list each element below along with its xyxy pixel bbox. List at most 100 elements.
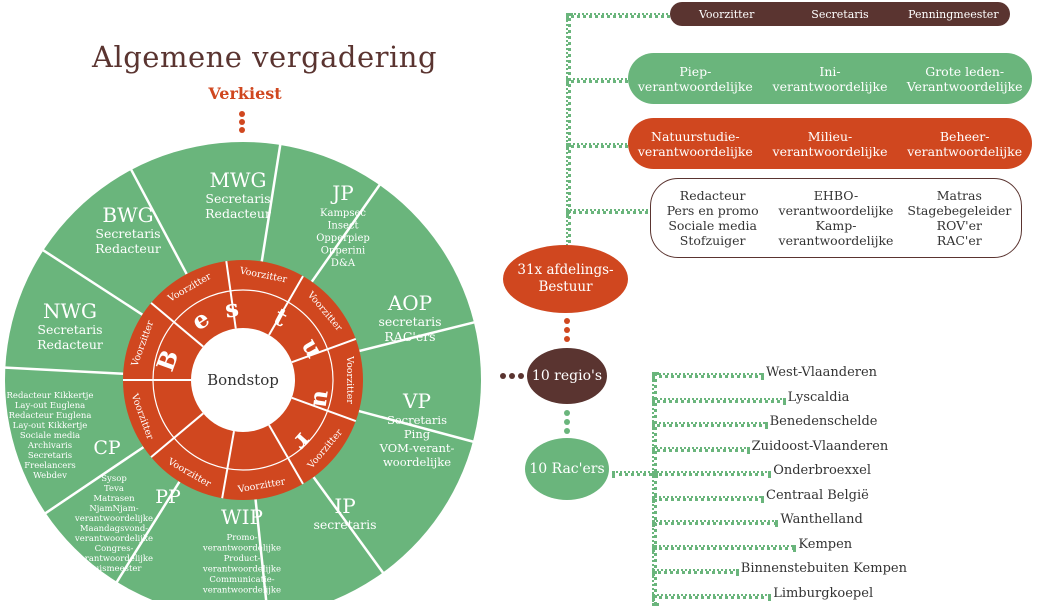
bestuur-letter: s (223, 293, 240, 324)
segment-role: Secretaris (205, 191, 270, 206)
connector-dot (518, 373, 524, 379)
wheel-spoke (359, 320, 477, 353)
segment-name: WIP (221, 505, 263, 529)
connector-dot (239, 119, 245, 125)
segment-role: Lay-out Kikkertje (13, 421, 88, 431)
region-connector (652, 593, 772, 599)
segment-role: Kampsec (320, 208, 366, 219)
bestuur-letter: u (307, 389, 338, 410)
wheel-spoke (260, 142, 282, 262)
connector-dot (564, 419, 570, 425)
segment-role: Redacteur Kikkertje (7, 391, 94, 401)
connector-dot (239, 111, 245, 117)
segment-role: Secretaris (95, 226, 160, 241)
segment-role: woordelijke (383, 455, 451, 469)
segment-role: Secretaris (37, 322, 102, 337)
segment-role: Redacteur (95, 241, 161, 256)
region-item: Limburgkoepel (773, 585, 874, 601)
segment-role: verantwoordelijke (74, 554, 153, 564)
segment-role: Archivaris (27, 441, 72, 451)
region-item: Centraal België (766, 487, 869, 503)
segment-role: verantwoordelijke (74, 514, 153, 524)
segment-role: Product- (224, 554, 261, 564)
segment-role: Lay-out Euglena (15, 401, 86, 411)
segment-role: VOM-verant- (379, 441, 455, 455)
segment-role: Communicatie- (209, 575, 274, 585)
segment-name: JP (330, 181, 353, 205)
wheel-inner-divider (225, 261, 237, 329)
segment-name: CP (93, 437, 121, 459)
board-red-pill: Natuurstudie-verantwoordelijke Milieu-ve… (628, 118, 1032, 169)
afdelingen-node: 31x afdelings-Bestuur (503, 245, 628, 313)
wheel-spoke (310, 182, 382, 283)
segment-role: verantwoordelijke (202, 565, 281, 575)
connector-line (566, 143, 634, 148)
wheel-inner-divider (150, 412, 204, 458)
segment-name: MWG (209, 168, 266, 192)
region-connector (652, 422, 768, 427)
board-top-pill: Voorzitter Secretaris Penningmeester (670, 2, 1010, 26)
region-connector (652, 544, 797, 550)
region-connector (652, 471, 772, 476)
segment-role: Ping (404, 427, 431, 441)
wheel-center (191, 328, 295, 432)
region-item: West-Vlaanderen (766, 365, 878, 380)
connector-dot (564, 428, 570, 434)
racers-node: 10 Rac'ers (525, 438, 609, 500)
region-connector (652, 373, 764, 378)
segment-name: PP (155, 486, 181, 508)
connector-dot (564, 318, 570, 324)
region-connector (652, 495, 764, 501)
board-top-item: Penningmeester (908, 7, 999, 21)
segment-role: Matrasen (93, 494, 135, 504)
segment-role: D&A (331, 258, 356, 269)
board-outline-pill: Redacteur Pers en promo Sociale media St… (650, 178, 1022, 258)
segment-role: RAC'ers (384, 329, 435, 344)
region-connector (652, 520, 779, 525)
segment-name: IP (334, 494, 355, 518)
wheel-spoke (3, 366, 124, 375)
segment-role: Huismeester (87, 564, 143, 574)
board-outline-item: Matras Stagebegeleider ROV'er RAC'er (907, 188, 1012, 248)
segment-role: verantwoordelijke (202, 586, 281, 596)
segment-role: Secretaris (28, 451, 72, 461)
connector-line (566, 13, 676, 18)
segment-role: Teva (104, 484, 124, 494)
segment-name: AOP (387, 291, 432, 315)
segment-role: Redacteur Euglena (9, 411, 92, 421)
segment-role: Promo- (227, 533, 258, 543)
wheel-inner-divider (268, 424, 304, 485)
regios-node: 10 regio's (527, 348, 607, 404)
segment-role: Sociale media (20, 431, 80, 441)
board-green-item: Ini-verantwoordelijke (772, 63, 888, 94)
segment-role: Redacteur (37, 337, 103, 352)
segment-role: secretaris (313, 517, 376, 532)
region-item: Zuidoost-Vlaanderen (751, 438, 889, 454)
connector-dot (564, 336, 570, 342)
segment-role: NjamNjam- (89, 504, 138, 514)
segment-name: VP (402, 389, 431, 413)
wheel-spoke (254, 499, 268, 600)
wheel-ring-divider (152, 289, 334, 471)
wheel-inner-divider (268, 275, 304, 336)
segment-role: Secretaris (387, 413, 447, 427)
wheel-inner-divider (221, 431, 235, 499)
connector-line (566, 209, 656, 214)
segment-role: Sysop (101, 474, 127, 484)
board-green-item: Piep-verantwoordelijke (637, 63, 753, 94)
wheel-spoke (114, 481, 181, 585)
wheel-spoke (41, 248, 144, 316)
segment-name: NWG (43, 299, 97, 323)
voorzitter-label: Voorzitter (344, 355, 355, 404)
segment-role: Congres- (95, 544, 134, 554)
board-green-item: Grote leden-Verantwoordelijke (906, 63, 1023, 94)
verkiest-label: Verkiest (208, 84, 282, 103)
region-item: Binnenstebuiten Kempen (740, 561, 907, 576)
segment-role: Webdev (33, 471, 67, 481)
region-item: Wanthelland (780, 512, 863, 527)
segment-role: Opperpiep (316, 233, 370, 244)
wheel-spoke (129, 167, 188, 275)
board-top-item: Secretaris (811, 7, 869, 21)
